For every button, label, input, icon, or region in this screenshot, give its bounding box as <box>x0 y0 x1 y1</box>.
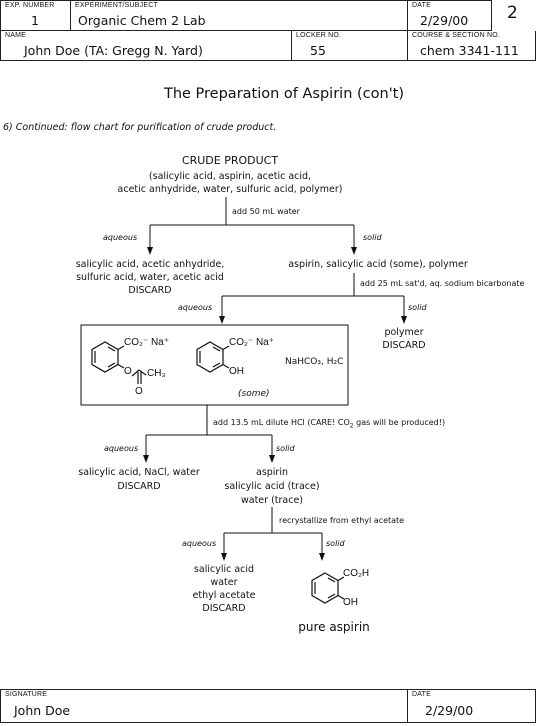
footer-date-cell: DATE 2/29/00 <box>408 689 536 723</box>
course-label: COURSE & SECTION NO. <box>412 32 501 39</box>
acetylsalicylate-ch3: CH₃ <box>147 368 166 379</box>
page-title: The Preparation of Aspirin (con't) <box>163 86 405 102</box>
arrowhead <box>319 553 325 561</box>
polymer-discard: DISCARD <box>382 340 426 351</box>
subject-cell: EXPERIMENT/SUBJECT Organic Chem 2 Lab <box>71 0 408 31</box>
arrowhead <box>143 455 149 463</box>
step-add-hcl-b: gas will be produced!) <box>353 418 446 427</box>
solid-3-line-1: aspirin <box>255 467 289 478</box>
label-solid-3: solid <box>276 444 295 453</box>
date-label: DATE <box>412 2 431 9</box>
acetylsalicylate-o-ring: O <box>124 366 132 377</box>
date-value: 2/29/00 <box>420 13 469 28</box>
footer-date-value: 2/29/00 <box>425 703 474 718</box>
exp-number-value: 1 <box>31 13 39 28</box>
acetylsalicylate-o-carbonyl: O <box>135 386 143 397</box>
aqueous-1-discard: DISCARD <box>128 285 172 296</box>
arrowhead <box>147 247 153 255</box>
bicarbonate-box <box>80 324 349 406</box>
signature-label: SIGNATURE <box>5 691 48 698</box>
label-aqueous-3: aqueous <box>104 444 139 453</box>
intro-text: 6) Continued: flow chart for purificatio… <box>3 122 277 133</box>
name-cell: NAME John Doe (TA: Gregg N. Yard) <box>0 31 292 61</box>
label-solid-1: solid <box>363 233 382 242</box>
signature-cell: SIGNATURE John Doe <box>0 689 408 723</box>
label-solid-2: solid <box>408 303 427 312</box>
step-add-hcl-sub: 2 <box>349 422 354 430</box>
crude-product-title: CRUDE PRODUCT <box>181 154 279 167</box>
aqueous-4-line-3: ethyl acetate <box>192 590 256 601</box>
subject-label: EXPERIMENT/SUBJECT <box>75 2 158 9</box>
name-value: John Doe (TA: Gregg N. Yard) <box>24 43 203 58</box>
locker-cell: LOCKER NO. 55 <box>292 31 408 61</box>
page-number: 2 <box>507 3 518 23</box>
subject-value: Organic Chem 2 Lab <box>78 13 206 28</box>
salicylate-co2na: CO₂⁻ Na⁺ <box>229 337 274 348</box>
aspirin-oh: OH <box>343 597 358 608</box>
box-some: (some) <box>238 389 270 399</box>
arrowhead <box>401 316 407 324</box>
step-recrystallize: recrystallize from ethyl acetate <box>279 516 405 525</box>
locker-value: 55 <box>310 43 326 58</box>
sodium-salicylate-structure <box>196 341 230 373</box>
arrowhead <box>351 247 357 255</box>
aqueous-4-line-2: water <box>210 577 238 588</box>
arrowhead <box>221 553 227 561</box>
locker-label: LOCKER NO. <box>296 32 342 39</box>
polymer-text: polymer <box>384 327 424 338</box>
date-cell: DATE 2/29/00 <box>408 0 492 31</box>
crude-line-1: (salicylic acid, aspirin, acetic acid, <box>148 171 312 182</box>
label-solid-4: solid <box>326 539 345 548</box>
step-add-bicarbonate: add 25 mL sat'd, aq. sodium bicarbonate <box>360 279 525 288</box>
aqueous-1-line-1: salicylic acid, acetic anhydride, <box>75 259 225 270</box>
arrowhead <box>219 316 225 324</box>
box-nahco3: NaHCO₃, H₂C <box>285 357 344 367</box>
aqueous-4-discard: DISCARD <box>202 603 246 614</box>
footer-date-label: DATE <box>412 691 431 698</box>
aspirin-structure <box>311 572 345 604</box>
acetylsalicylate-co2na: CO₂⁻ Na⁺ <box>124 337 169 348</box>
solid-3-line-2: salicylic acid (trace) <box>224 481 320 492</box>
step-add-hcl-a: add 13.5 mL dilute HCl (CARE! CO <box>213 418 350 427</box>
exp-number-label: EXP. NUMBER <box>5 2 55 9</box>
course-value: chem 3341-111 <box>420 43 519 58</box>
label-aqueous-4: aqueous <box>182 539 217 548</box>
crude-line-2: acetic anhydride, water, sulfuric acid, … <box>117 184 343 195</box>
name-label: NAME <box>5 32 27 39</box>
salicylate-oh: OH <box>229 366 244 377</box>
solid-1-text: aspirin, salicylic acid (some), polymer <box>288 259 468 270</box>
arrowhead <box>269 455 275 463</box>
label-aqueous-2: aqueous <box>178 303 213 312</box>
label-aqueous-1: aqueous <box>103 233 138 242</box>
aspirin-co2h: CO₂H <box>343 568 370 579</box>
signature-value: John Doe <box>14 703 71 718</box>
exp-number-cell: EXP. NUMBER 1 <box>0 0 71 31</box>
pure-aspirin-label: pure aspirin <box>298 620 370 634</box>
solid-3-line-3: water (trace) <box>240 495 304 506</box>
step-add-hcl: add 13.5 mL dilute HCl (CARE! CO2 gas wi… <box>213 418 445 430</box>
step-add-water: add 50 mL water <box>232 207 300 216</box>
sodium-acetylsalicylate-structure <box>91 341 147 384</box>
course-cell: COURSE & SECTION NO. chem 3341-111 <box>408 31 536 61</box>
aqueous-4-line-1: salicylic acid <box>193 564 255 575</box>
aqueous-3-discard: DISCARD <box>117 481 161 492</box>
aqueous-3-line-1: salicylic acid, NaCl, water <box>78 467 200 478</box>
aqueous-1-line-2: sulfuric acid, water, acetic acid <box>76 272 224 283</box>
